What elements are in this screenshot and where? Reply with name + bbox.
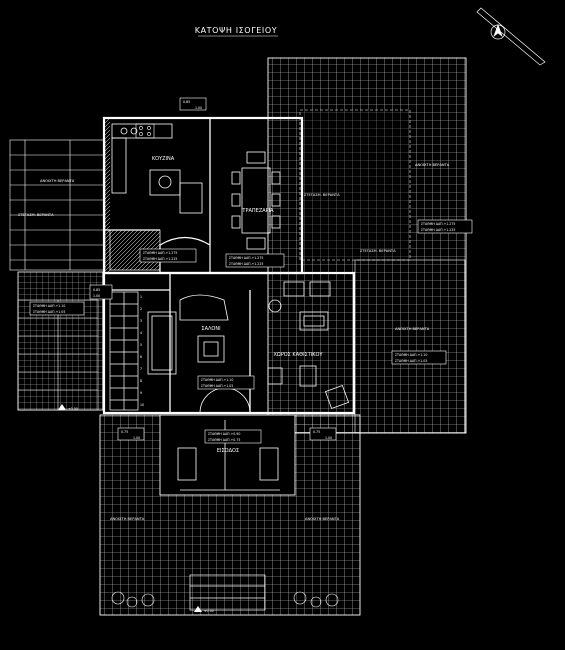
room-label-living: ΣΑΛΟΝΙ [201,326,220,332]
svg-text:ΣΤΑΘΜΗ ΔΑΠ.+0.90: ΣΤΑΘΜΗ ΔΑΠ.+0.90 [208,432,240,436]
stair-number-2: 2 [140,307,142,311]
dining-table [231,151,281,250]
level-tag-dining: ΣΤΑΘΜΗ ΔΑΠ.+1.275 ΣΤΑΘΜΗ ΔΑΠ.+1.225 [225,253,285,268]
stove-icon [135,123,155,139]
svg-text:±0.00: ±0.00 [68,407,78,411]
elevation-mark-left: ±0.00 [58,404,78,411]
svg-text:ΣΤΑΘΜΗ ΔΑΠ.+0.75: ΣΤΑΘΜΗ ΔΑΠ.+0.75 [208,438,240,442]
pergola-beams [10,140,105,270]
window-tag-front-right: 0.75 1.00 [309,427,337,441]
svg-text:ΣΤΑΘΜΗ ΔΑΠ.+1.275: ΣΤΑΘΜΗ ΔΑΠ.+1.275 [143,251,177,255]
window-tag-front-left: 0.75 1.00 [117,427,145,441]
svg-text:ΣΤΑΘΜΗ ΔΑΠ.+1.05: ΣΤΑΘΜΗ ΔΑΠ.+1.05 [395,359,427,363]
terrace-label-right-low: ΑΝΟΙΧΤΗ ΒΕΡΑΝΤΑ [395,327,430,331]
stair-number-9: 9 [140,391,142,395]
stair-number-6: 6 [140,355,142,359]
entry-porch [159,414,296,496]
terrace-label-side-left: ΣΤΕΓΑΣΜ. ΒΕΡΑΝΤΑ [18,213,54,217]
room-label-kitchen: ΚΟΥΖΙΝΑ [152,156,175,162]
svg-text:1.00: 1.00 [133,436,140,440]
room-label-entry: ΕΙΣΟΔΟΣ [217,448,239,454]
window-tag-left: 0.85 1.00 [89,284,113,300]
wall-hatching [104,118,161,273]
terrace-label-front-left: ΑΝΟΙΧΤΗ ΒΕΡΑΝΤΑ [110,517,145,521]
left-pergola [9,139,106,271]
svg-text:ΣΤΑΘΜΗ ΔΑΠ.+1.10: ΣΤΑΘΜΗ ΔΑΠ.+1.10 [201,378,233,382]
svg-text:ΣΤΑΘΜΗ ΔΑΠ.+1.10: ΣΤΑΘΜΗ ΔΑΠ.+1.10 [33,304,65,308]
terrace-label-front-right: ΑΝΟΙΧΤΗ ΒΕΡΑΝΤΑ [305,517,340,521]
stair-number-5: 5 [140,343,142,347]
svg-text:ΣΤΑΘΜΗ ΔΑΠ.+1.225: ΣΤΑΘΜΗ ΔΑΠ.+1.225 [421,228,455,232]
stair-number-4: 4 [140,331,142,335]
svg-text:1.00: 1.00 [325,436,332,440]
stair-number-1: 1 [140,295,142,299]
svg-text:0.75: 0.75 [121,430,128,434]
living-sofas [147,281,350,410]
terrace-label-left: ΑΝΟΙΧΤΗ ΒΕΡΑΝΤΑ [40,179,75,183]
svg-text:ΣΤΑΘΜΗ ΔΑΠ.+1.225: ΣΤΑΘΜΗ ΔΑΠ.+1.225 [229,262,263,266]
kitchen-counters [111,123,203,214]
stair-number-3: 3 [140,319,142,323]
north-arrow-icon [476,7,546,66]
svg-text:ΣΤΑΘΜΗ ΔΑΠ.+1.225: ΣΤΑΘΜΗ ΔΑΠ.+1.225 [143,257,177,261]
svg-text:1.00: 1.00 [93,294,100,298]
terrace-label-side-right: ΣΤΕΓΑΣΜ. ΒΕΡΑΝΤΑ [304,193,340,197]
level-tag-left-terrace: ΣΤΑΘΜΗ ΔΑΠ.+1.10 ΣΤΑΘΜΗ ΔΑΠ.+1.05 [29,301,85,316]
stair-number-10: 10 [140,403,144,407]
drawing-title: ΚΑΤΟΨΗ ΙΣΟΓΕΙΟΥ [195,26,278,35]
svg-text:0.85: 0.85 [93,288,100,292]
room-label-dining: ΤΡΑΠΕΖΑΡΙΑ [241,208,274,214]
svg-text:0.75: 0.75 [313,430,320,434]
front-steps [189,574,266,611]
terrace-label-right-top: ΑΝΟΙΧΤΗ ΒΕΡΑΝΤΑ [415,163,450,167]
svg-text:ΣΤΑΘΜΗ ΔΑΠ.+1.05: ΣΤΑΘΜΗ ΔΑΠ.+1.05 [33,310,65,314]
level-tag-family: ΣΤΑΘΜΗ ΔΑΠ.+1.10 ΣΤΑΘΜΗ ΔΑΠ.+1.05 [391,350,447,365]
svg-text:ΣΤΑΘΜΗ ΔΑΠ.+1.05: ΣΤΑΘΜΗ ΔΑΠ.+1.05 [201,384,233,388]
left-steps [17,299,99,411]
staircase [109,291,139,411]
level-tag-kitchen: ΣΤΑΘΜΗ ΔΑΠ.+1.275 ΣΤΑΘΜΗ ΔΑΠ.+1.225 [139,248,197,263]
right-covered-zone [299,109,411,261]
stair-number-7: 7 [140,367,142,371]
svg-text:ΣΤΑΘΜΗ ΔΑΠ.+1.275: ΣΤΑΘΜΗ ΔΑΠ.+1.275 [229,256,263,260]
svg-text:±0.00: ±0.00 [204,609,214,613]
terrace-label-right-mid: ΣΤΕΓΑΣΜ. ΒΕΡΑΝΤΑ [360,249,396,253]
svg-text:0.85: 0.85 [183,100,190,104]
room-label-family: ΧΩΡΟΣ ΚΑΘΙΣΤΙΚΟΥ [273,352,323,358]
level-tag-right-terrace: ΣΤΑΘΜΗ ΔΑΠ.+1.275 ΣΤΑΘΜΗ ΔΑΠ.+1.225 [417,219,473,234]
svg-text:ΣΤΑΘΜΗ ΔΑΠ.+1.10: ΣΤΑΘΜΗ ΔΑΠ.+1.10 [395,353,427,357]
level-tag-living: ΣΤΑΘΜΗ ΔΑΠ.+1.10 ΣΤΑΘΜΗ ΔΑΠ.+1.05 [197,375,255,390]
curved-wall [159,236,211,274]
window-tag-top: 0.85 1.00 [179,97,207,111]
svg-text:1.00: 1.00 [195,106,202,110]
svg-text:ΣΤΑΘΜΗ ΔΑΠ.+1.275: ΣΤΑΘΜΗ ΔΑΠ.+1.275 [421,222,455,226]
elevation-mark-bottom: ±0.00 [194,606,214,613]
level-tag-entry: ΣΤΑΘΜΗ ΔΑΠ.+0.90 ΣΤΑΘΜΗ ΔΑΠ.+0.75 [204,429,262,444]
stair-number-8: 8 [140,379,142,383]
garden-plants [111,591,339,608]
